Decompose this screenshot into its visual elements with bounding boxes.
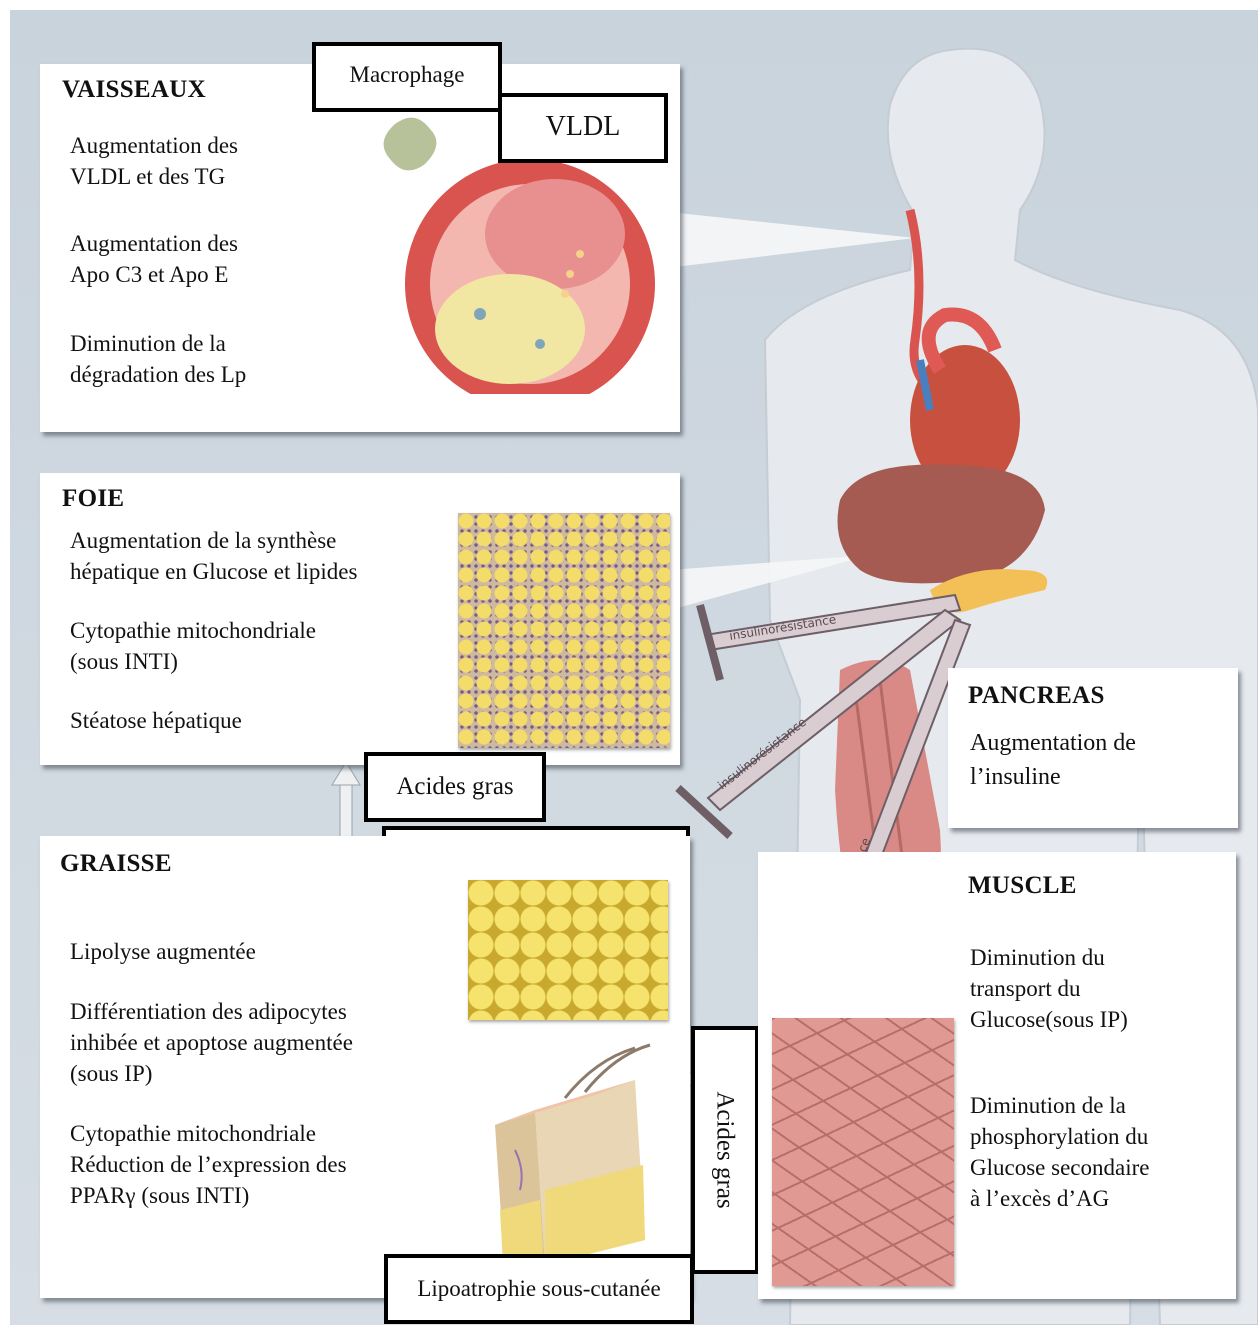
acides-gras-vertical-label: Acides gras [691, 1026, 759, 1274]
svg-text:insulinorésistance: insulinorésistance [715, 715, 809, 792]
foie-item-3: Stéatose hépatique [70, 705, 242, 736]
foie-item-2: Cytopathie mitochondriale (sous INTI) [70, 615, 316, 677]
macrophage-label: Macrophage [312, 42, 502, 112]
foie-panel: FOIE Augmentation de la synthèse hépatiq… [40, 473, 680, 765]
pancreas-title: PANCREAS [968, 682, 1105, 710]
vaisseaux-item-1: Augmentation des VLDL et des TG [70, 130, 238, 192]
muscle-item-1: Diminution du transport du Glucose(sous … [970, 942, 1128, 1035]
graisse-item-2: Différentiation des adipocytes inhibée e… [70, 996, 353, 1089]
macrophage-cell [384, 118, 437, 171]
adipose-tissue-image [468, 880, 668, 1020]
pancreas-panel: PANCREAS Augmentation de l’insuline [948, 668, 1238, 828]
graisse-item-1: Lipolyse augmentée [70, 936, 256, 967]
diagram-canvas: insulinorésistance insulinorésistance in… [10, 10, 1258, 1325]
foie-title: FOIE [62, 485, 124, 513]
muscle-panel: MUSCLE Diminution du transport du Glucos… [758, 852, 1236, 1299]
pancreas-item-1: Augmentation de l’insuline [970, 726, 1136, 794]
lipoatrophie-label: Lipoatrophie sous-cutanée [384, 1254, 694, 1324]
muscle-tissue-image [772, 1018, 954, 1286]
vaisseaux-title: VAISSEAUX [62, 76, 206, 104]
graisse-item-3: Cytopathie mitochondriale Réduction de l… [70, 1118, 347, 1211]
vessel-callout-wedge [650, 210, 915, 270]
liver-steatosis-micrograph [458, 513, 670, 748]
foie-item-1: Augmentation de la synthèse hépatique en… [70, 525, 357, 587]
skin-cross-section [485, 1040, 655, 1280]
muscle-title: MUSCLE [968, 872, 1077, 900]
vaisseaux-item-3: Diminution de la dégradation des Lp [70, 328, 246, 390]
graisse-panel: GRAISSE Lipolyse augmentée Différentiati… [40, 836, 690, 1298]
vldl-label: VLDL [498, 93, 668, 163]
graisse-title: GRAISSE [60, 850, 172, 878]
vaisseaux-item-2: Augmentation des Apo C3 et Apo E [70, 228, 238, 290]
acides-gras-label: Acides gras [364, 752, 546, 822]
muscle-item-2: Diminution de la phosphorylation du Gluc… [970, 1090, 1149, 1214]
